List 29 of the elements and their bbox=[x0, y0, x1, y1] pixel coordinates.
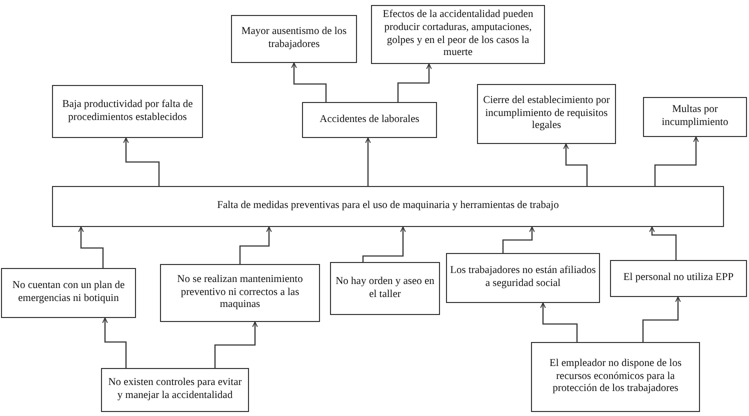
arrow bbox=[563, 144, 588, 186]
text-box: Falta de medidas preventivas para el uso de maquinaria y herramientas de trabajo bbox=[52, 186, 724, 227]
arrow bbox=[78, 226, 104, 268]
text-box: Efectos de la accidentalidad pueden producir cortaduras, amputaciones, golpes y en el peor de los casos la muerte bbox=[371, 5, 545, 64]
text-box: No hay orden y aseo en el taller bbox=[330, 262, 440, 315]
arrow bbox=[540, 302, 578, 342]
arrow bbox=[291, 62, 327, 102]
text-box: Los trabajadores no están afiliados a seguridad social bbox=[446, 253, 600, 303]
text-box: El empleador no dispone de los recursos económicos para la protección de los trabajadores bbox=[531, 342, 700, 412]
text-box: Baja productividad por falta de procedimientos establecidos bbox=[52, 85, 203, 138]
arrow bbox=[502, 226, 535, 253]
arrow bbox=[239, 226, 272, 264]
arrow bbox=[397, 64, 432, 102]
text-box: Accidentes de laborales bbox=[302, 102, 437, 138]
text-box: Multas por incumplimiento bbox=[643, 97, 747, 137]
arrow bbox=[365, 138, 371, 186]
text-box: No se realizan mantenimiento preventivo ni correctos a las maquinas bbox=[160, 264, 320, 322]
arrow bbox=[214, 322, 258, 368]
text-box: El personal no utiliza EPP bbox=[610, 260, 747, 297]
text-box: No cuentan con un plan de emergencias ni botiquin bbox=[1, 268, 136, 318]
arrow bbox=[649, 226, 677, 260]
arrow bbox=[102, 318, 127, 368]
text-box: No existen controles para evitar y manejar la accidentalidad bbox=[101, 368, 249, 412]
text-box: Cierre del establecimiento por incumplimiento de requisitos legales bbox=[477, 84, 616, 144]
arrow bbox=[362, 226, 406, 262]
arrow bbox=[123, 138, 160, 186]
arrow bbox=[654, 136, 699, 186]
arrow bbox=[642, 296, 681, 342]
text-box: Mayor ausentismo de los trabajadores bbox=[231, 15, 357, 63]
